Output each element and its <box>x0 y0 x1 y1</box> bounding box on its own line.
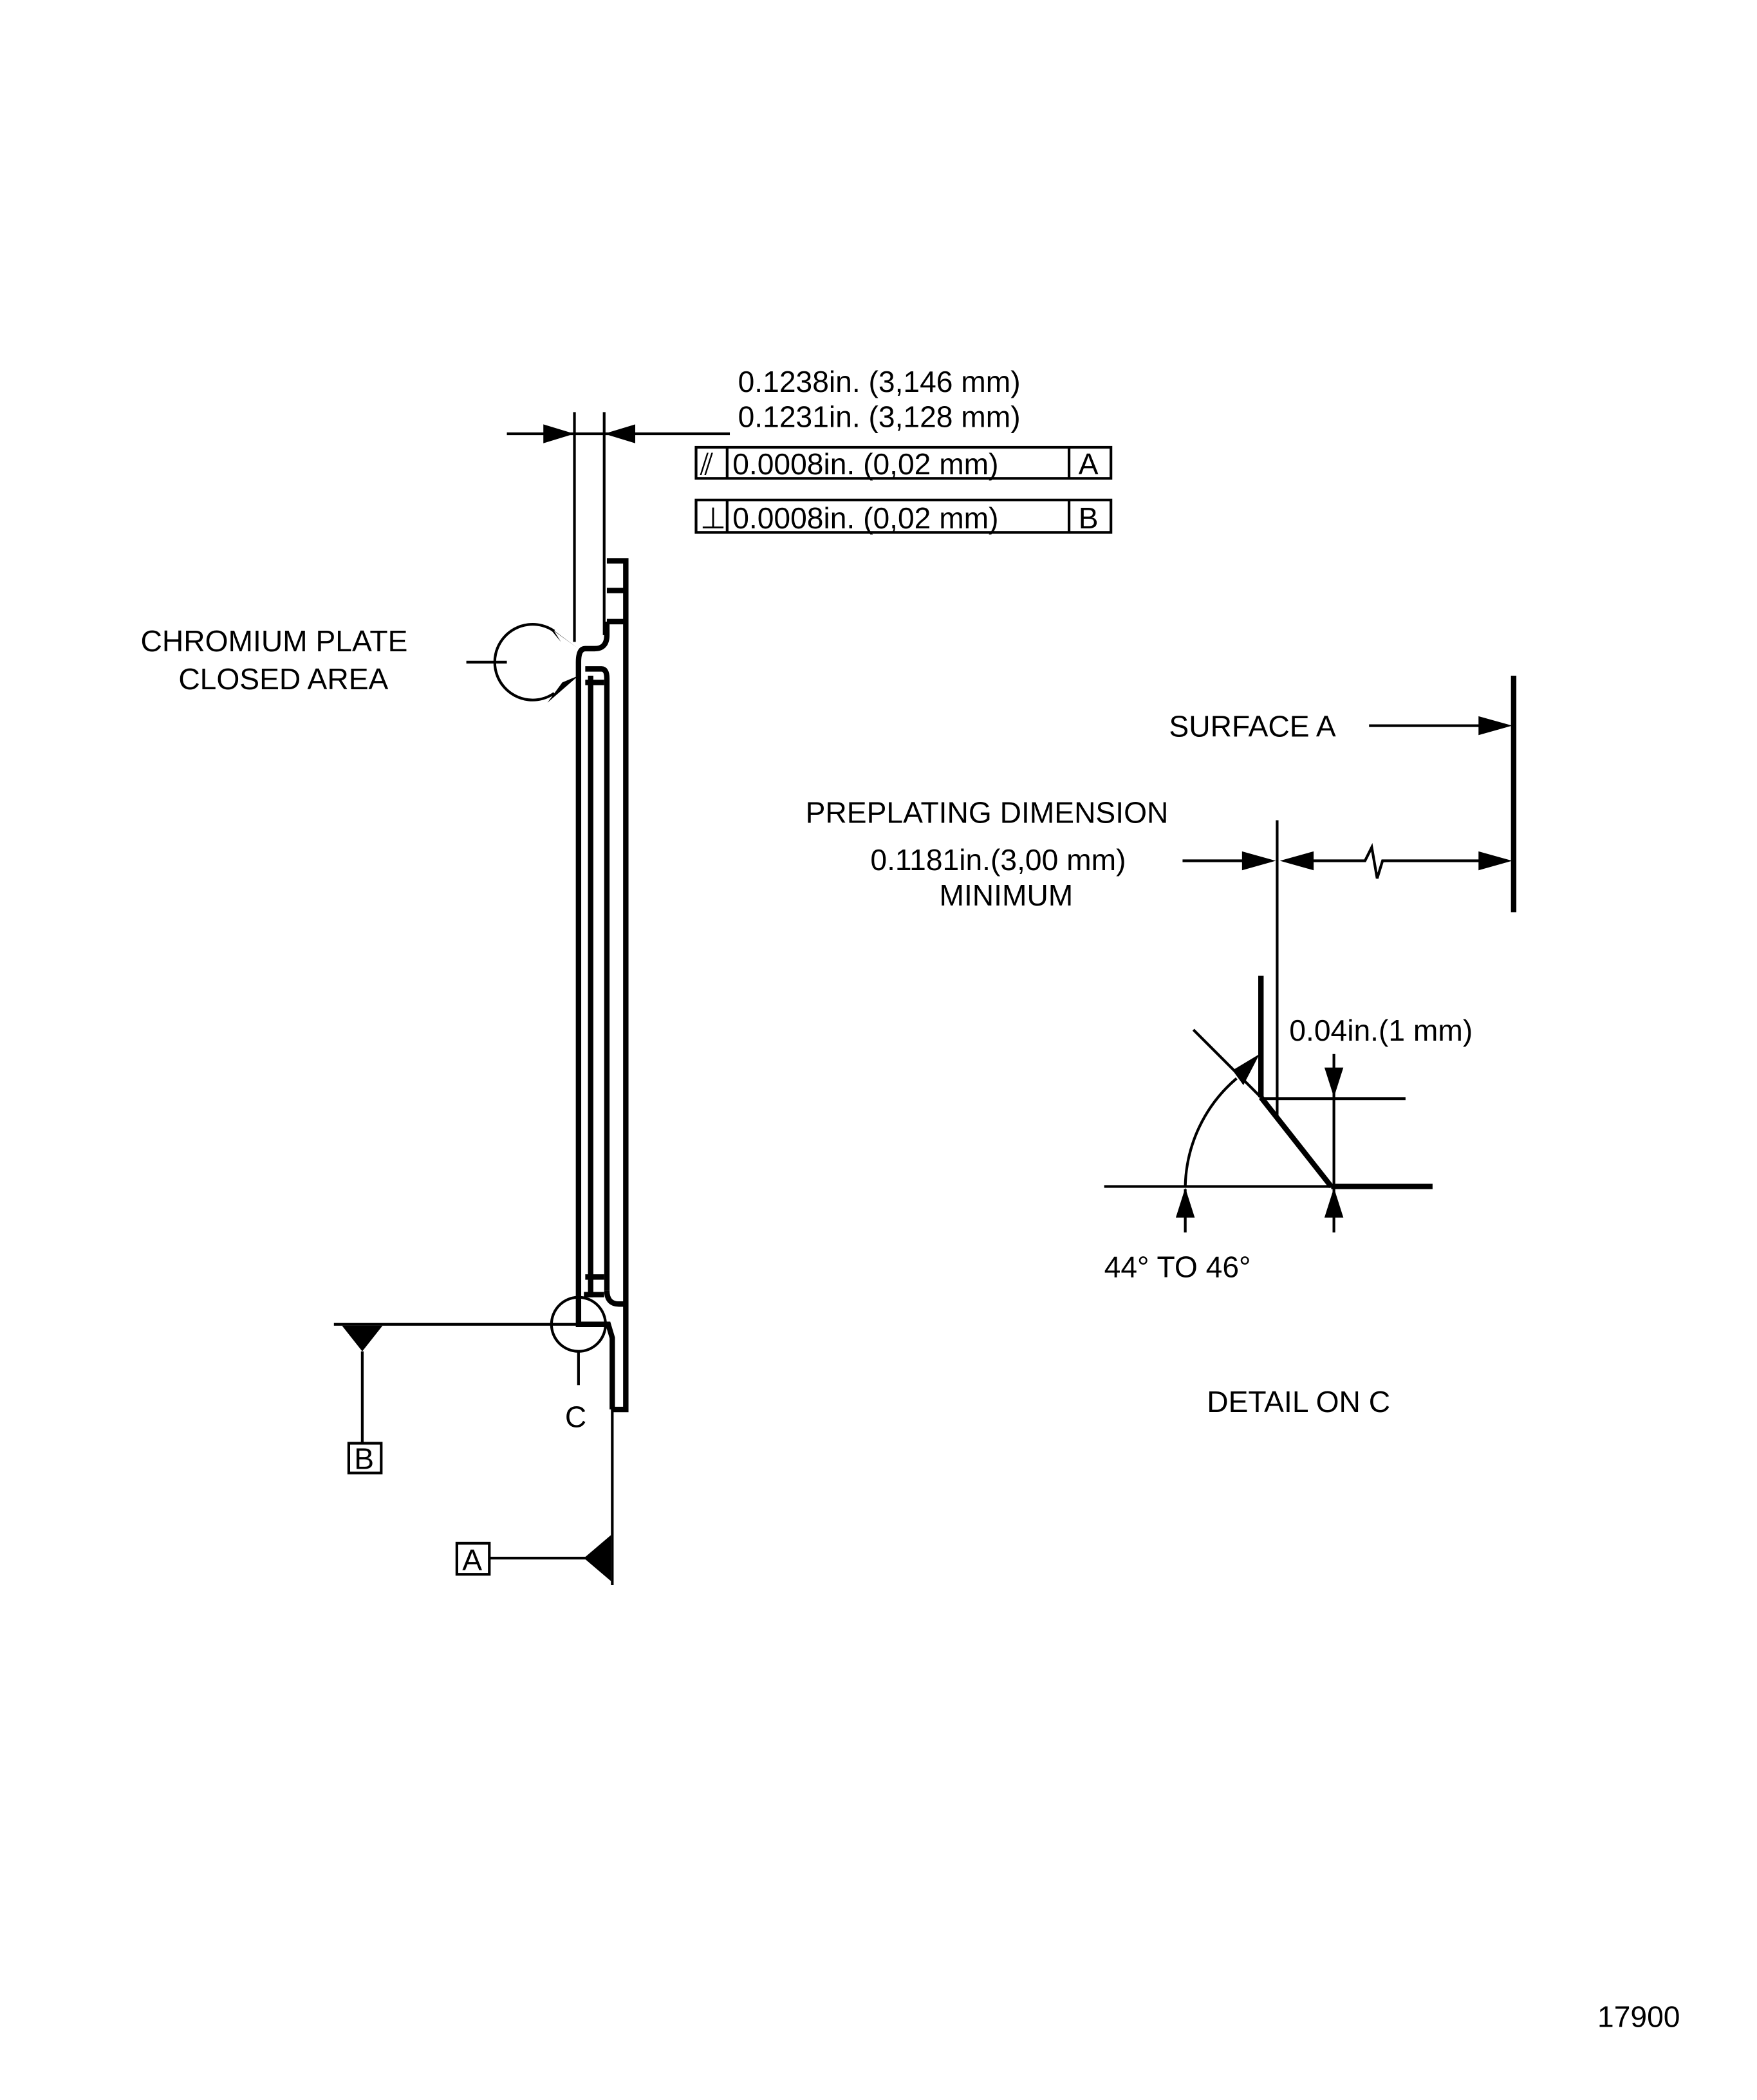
detail-c-label: C <box>565 1400 586 1433</box>
parallelism-datum: A <box>1079 447 1099 481</box>
angle-label: 44° TO 46° <box>1104 1250 1251 1283</box>
figure-number: 17900 <box>1597 2000 1680 2034</box>
surface-a-label: SURFACE A <box>1169 709 1335 743</box>
chromium-callout: CHROMIUM PLATE CLOSED AREA <box>141 623 579 703</box>
min-dimension: 0.1231in. (3,128 mm) <box>738 400 1021 434</box>
datum-a: A <box>455 1409 614 1585</box>
perpendicularity-frame: ⊥ 0.0008in. (0,02 mm) B <box>694 498 1113 535</box>
preplating-label: PREPLATING DIMENSION <box>806 796 1169 830</box>
part-profile <box>575 558 629 1413</box>
max-dimension: 0.1238in. (3,146 mm) <box>738 365 1021 398</box>
datum-a-triangle <box>584 1535 611 1581</box>
chromium-label-line2: CLOSED AREA <box>178 662 388 696</box>
parallelism-symbol: ⫽ <box>700 447 714 481</box>
thickness-dimension: 0.1238in. (3,146 mm) 0.1231in. (3,128 mm… <box>507 365 1021 642</box>
chamfer-label: 0.04in.(1 mm) <box>1289 1014 1473 1047</box>
detail-c-marker: C <box>550 1296 607 1433</box>
detail-view: SURFACE A PREPLATING DIMENSION 0.1181in.… <box>806 675 1517 1418</box>
detail-title: DETAIL ON C <box>1207 1385 1390 1418</box>
parallelism-frame: ⫽ 0.0008in. (0,02 mm) A <box>694 445 1113 481</box>
perpendicularity-datum: B <box>1079 501 1099 535</box>
perpendicularity-symbol: ⊥ <box>700 501 726 535</box>
preplating-value: 0.1181in.(3,00 mm) <box>870 843 1126 877</box>
datum-b-triangle <box>342 1325 383 1352</box>
parallelism-value: 0.0008in. (0,02 mm) <box>732 447 998 481</box>
datum-b: B <box>333 1323 582 1475</box>
datum-b-label: B <box>354 1442 374 1475</box>
preplating-min: MINIMUM <box>939 878 1073 912</box>
perpendicularity-value: 0.0008in. (0,02 mm) <box>732 501 998 535</box>
chromium-label-line1: CHROMIUM PLATE <box>141 624 408 658</box>
datum-a-label: A <box>462 1543 482 1577</box>
